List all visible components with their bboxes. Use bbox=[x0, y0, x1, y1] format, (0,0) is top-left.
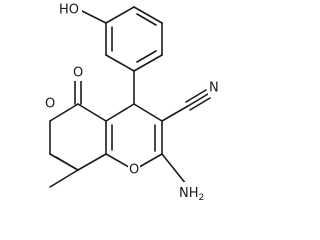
bond bbox=[77, 153, 107, 171]
carbonyl-oxygen-label: O bbox=[73, 66, 83, 81]
bond bbox=[133, 54, 163, 72]
pyranone-ring bbox=[49, 103, 107, 171]
bond bbox=[133, 103, 163, 122]
nitrile-triple-bond bbox=[185, 89, 207, 103]
atom-amino: NH2 bbox=[178, 182, 210, 203]
phenol-ring bbox=[105, 6, 163, 72]
nitrile-triple-bond bbox=[187, 93, 209, 107]
bond-to-amino bbox=[161, 153, 187, 185]
double-bond-inner bbox=[136, 13, 157, 26]
methyl-bond bbox=[49, 169, 79, 188]
ring-oxygen-bottom-label: O bbox=[129, 163, 139, 178]
bond-to-hydroxyl bbox=[79, 9, 107, 24]
double-bond-inner bbox=[55, 156, 77, 170]
pyran-ring bbox=[105, 103, 163, 171]
nitrile-triple-bond bbox=[189, 97, 211, 111]
bond bbox=[105, 6, 135, 24]
nitrile-nitrogen-label: N bbox=[209, 81, 219, 96]
atom-ring-oxygen-bottom: O bbox=[128, 162, 140, 178]
bond bbox=[105, 103, 135, 122]
ring-oxygen-left-label: O bbox=[45, 97, 55, 112]
amino-label: NH2 bbox=[179, 186, 204, 203]
bond bbox=[77, 103, 107, 122]
bond bbox=[105, 54, 135, 72]
molecule-structure: HO O O O N NH2 bbox=[44, 2, 222, 203]
hydroxyl-label: HO bbox=[59, 3, 79, 18]
bond bbox=[133, 6, 163, 24]
bond-to-nitrile bbox=[161, 105, 189, 122]
atom-carbonyl-oxygen: O bbox=[72, 65, 84, 81]
bond bbox=[49, 103, 79, 122]
atom-hydroxyl: HO bbox=[58, 2, 82, 18]
double-bond-inner bbox=[136, 50, 157, 63]
atom-ring-oxygen-left: O bbox=[44, 96, 56, 112]
atom-nitrile-nitrogen: N bbox=[208, 80, 222, 96]
amino-subscript: 2 bbox=[199, 193, 205, 203]
amino-main: NH bbox=[179, 186, 199, 201]
